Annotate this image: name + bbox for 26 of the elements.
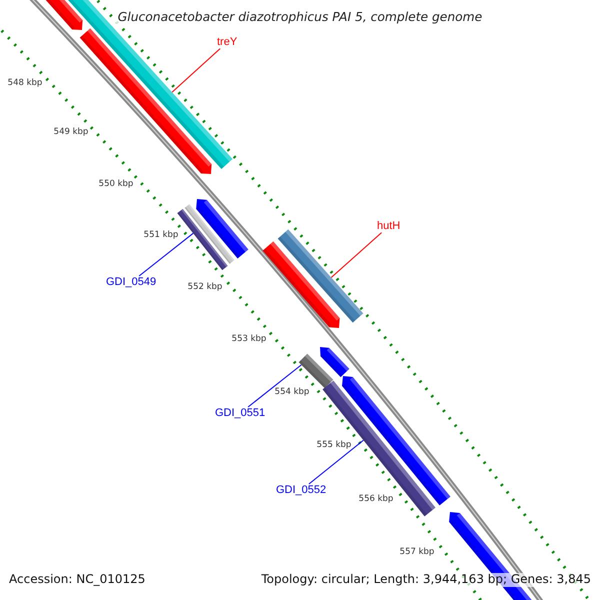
map-title: Gluconacetobacter diazotrophicus PAI 5, complete genome [116,9,484,26]
gene-label: treY [217,36,238,49]
scale-label: 554 kbp [274,388,310,398]
gene-label: GDI_0551 [215,407,266,420]
gene-feature [298,354,334,388]
scale-label: 550 kbp [98,180,134,190]
gene-label: GDI_0549 [106,276,156,289]
scale-label: 551 kbp [144,231,178,241]
leader-line [248,364,302,408]
gene-label: GDI_0552 [276,484,326,497]
scale-label: 556 kbp [358,495,394,505]
leader-line [330,232,382,278]
scale-label: 549 kbp [54,128,88,138]
scale-label: 557 kbp [400,548,434,558]
gene-feature [278,229,364,323]
scale-label: 553 kbp [232,335,266,345]
leader-line [308,440,364,484]
accession-text: Accession: NC_010125 [8,573,146,587]
scale-label: 548 kbp [8,79,42,89]
gene-label: hutH [377,220,400,233]
scale-label: 555 kbp [316,441,352,451]
gene-feature [177,208,228,270]
leader-line [172,48,221,93]
scale-label: 552 kbp [188,283,222,293]
genome-info-text: Topology: circular; Length: 3,944,163 bp; Genes: 3,845 [260,573,592,587]
leader-line [138,232,194,276]
